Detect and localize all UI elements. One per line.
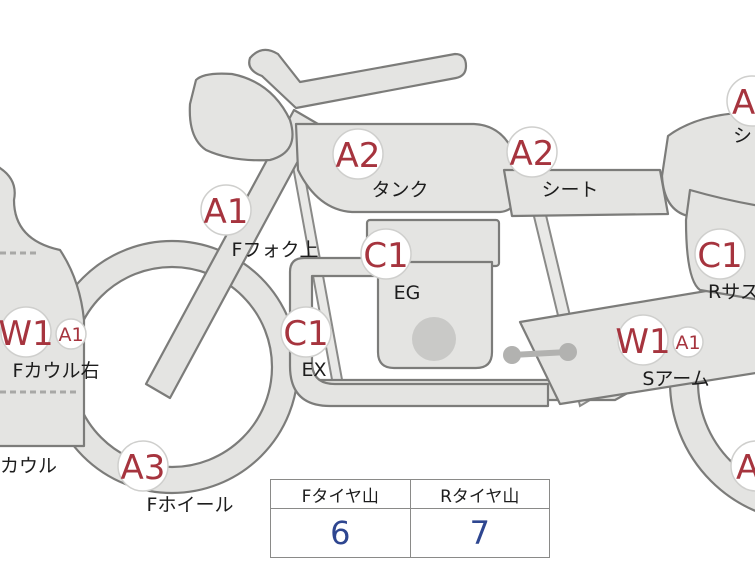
marker-tail-cowl[interactable]: A シ (726, 75, 755, 147)
marker-engine[interactable]: C1 EG (360, 228, 421, 304)
linkage-joint-right (559, 343, 577, 361)
marker-front-fork-upper[interactable]: A1 Fフォク上 (200, 184, 319, 261)
linkage-rod (511, 349, 569, 358)
marker-subcode: A1 (675, 332, 700, 354)
tail-cowl (660, 111, 755, 218)
marker-exhaust[interactable]: C1 EX (280, 306, 332, 381)
front-cowl (0, 166, 86, 448)
marker-code: C1 (363, 236, 408, 276)
engine-block (376, 260, 494, 370)
marker-rear-wheel[interactable]: A (730, 440, 755, 492)
marker-code: C1 (697, 236, 742, 276)
marker-label: シ (733, 125, 752, 147)
marker-subcode: A1 (58, 324, 83, 346)
marker-front-cowl-right[interactable]: W1 A1 Fカウル右 (0, 306, 100, 382)
marker-code: C1 (283, 314, 328, 354)
marker-seat[interactable]: A2 シート (506, 126, 599, 201)
marker-code: A2 (336, 136, 381, 176)
marker-label: EG (394, 282, 421, 304)
marker-label: カウル (0, 455, 57, 477)
marker-code: W1 (615, 322, 670, 362)
marker-label: Fフォク上 (232, 239, 319, 261)
marker-label: Sアーム (642, 368, 709, 390)
marker-code: W1 (0, 314, 54, 354)
seat (502, 168, 670, 218)
marker-front-cowl: カウル (0, 455, 57, 477)
marker-label: タンク (371, 179, 428, 201)
marker-code: A (732, 83, 755, 123)
marker-swing-arm[interactable]: W1 A1 Sアーム (615, 314, 710, 390)
handlebar (248, 48, 468, 110)
linkage-joint-left (503, 346, 521, 364)
front-tire-value: 6 (270, 508, 411, 558)
marker-label: EX (301, 359, 326, 381)
rear-tire-value: 7 (409, 508, 550, 558)
front-tire-header: Fタイヤ山 (270, 479, 411, 509)
headlight (188, 72, 294, 162)
front-fork (144, 108, 320, 400)
marker-code: A (736, 448, 755, 488)
engine-cover (412, 317, 456, 361)
tire-tread-table: Fタイヤ山 Rタイヤ山 6 7 (270, 479, 550, 558)
exhaust-pipe (288, 256, 550, 408)
marker-tank[interactable]: A2 タンク (332, 128, 429, 201)
marker-front-wheel[interactable]: A3 Fホイール (117, 440, 234, 516)
marker-label: Fホイール (147, 494, 234, 516)
rear-tire-header: Rタイヤ山 (409, 479, 550, 509)
marker-label: Fカウル右 (13, 360, 100, 382)
marker-code: A3 (121, 448, 166, 488)
marker-label: シート (541, 179, 598, 201)
marker-code: A2 (510, 134, 555, 174)
marker-rear-suspension[interactable]: C1 Rサス (694, 228, 755, 303)
marker-code: A1 (204, 192, 249, 232)
marker-label: Rサス (708, 281, 755, 303)
